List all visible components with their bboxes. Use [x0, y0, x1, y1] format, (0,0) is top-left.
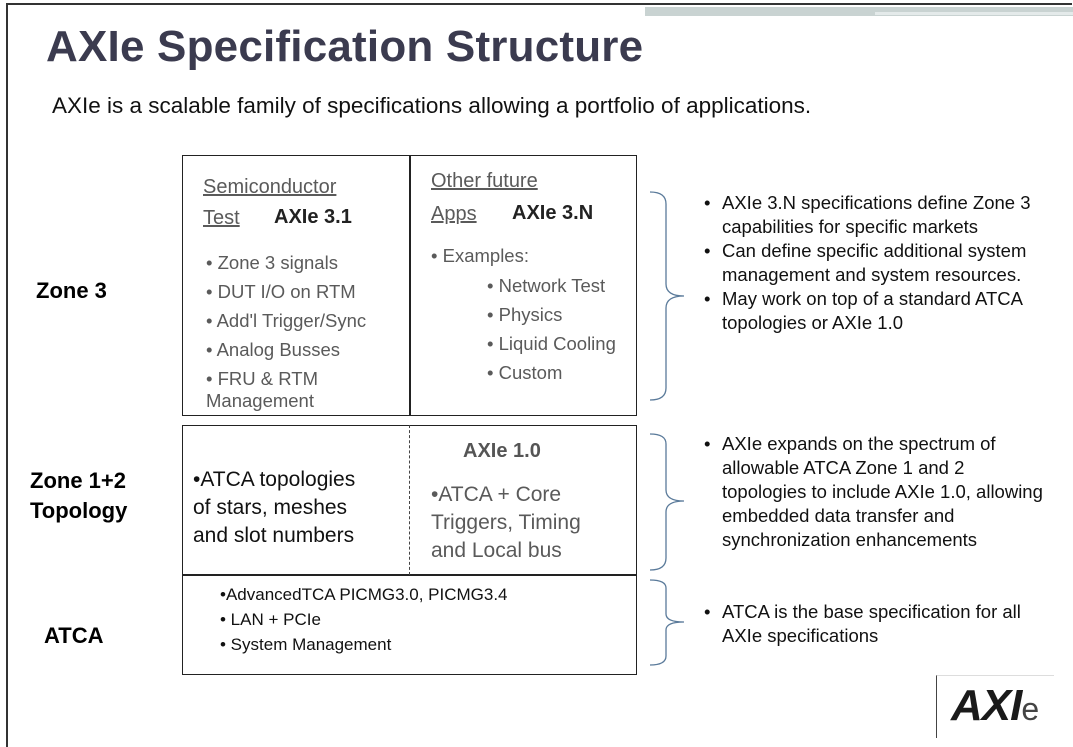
axie3n-spec: AXIe 3.N: [512, 202, 594, 224]
text-line: Triggers, Timing: [431, 511, 581, 534]
list-item: • DUT I/O on RTM: [206, 281, 356, 302]
bullet-item: AXIe expands on the spectrum of allowabl…: [702, 432, 1047, 552]
text-line: and Local bus: [431, 539, 562, 562]
zone3-description: AXIe 3.N specifications define Zone 3 ca…: [702, 191, 1047, 335]
bullet-item: AXIe 3.N specifications define Zone 3 ca…: [702, 191, 1047, 239]
text-line: •AdvancedTCA PICMG3.0, PICMG3.4: [220, 585, 508, 604]
text-line: •ATCA + Core: [431, 483, 562, 506]
bullet-item: Can define specific additional system ma…: [702, 239, 1047, 287]
atca-box: [182, 575, 637, 675]
header-accent-bar: [645, 7, 1073, 16]
list-item: • Physics: [487, 304, 563, 325]
zone3-brace: [649, 191, 685, 401]
zone3-label: Zone 3: [36, 278, 107, 303]
header-accent-bar-light: [875, 12, 1073, 15]
slide-frame: [6, 3, 1072, 747]
test-heading: Test: [203, 207, 240, 229]
zone12-left-text: •ATCA topologies of stars, meshes and sl…: [193, 466, 355, 550]
axie10-spec: AXIe 1.0: [463, 440, 541, 462]
zone12-divider: [409, 425, 410, 575]
bullet-item: ATCA is the base specification for all A…: [702, 600, 1032, 648]
logo-suffix: e: [1021, 691, 1039, 727]
bullet-item: May work on top of a standard ATCA topol…: [702, 287, 1047, 335]
atca-label: ATCA: [44, 623, 104, 648]
zone12-label-line1: Zone 1+2: [30, 468, 126, 493]
axie-logo: AXIe: [936, 675, 1054, 738]
text-line: • LAN + PCIe: [220, 610, 321, 629]
zone12-brace: [649, 433, 685, 571]
zone12-description: AXIe expands on the spectrum of allowabl…: [702, 432, 1047, 552]
apps-heading: Apps: [431, 203, 477, 225]
semiconductor-heading: Semiconductor: [203, 176, 337, 198]
other-future-heading: Other future: [431, 170, 538, 192]
slide-subtitle: AXIe is a scalable family of specificati…: [52, 93, 812, 118]
zone3-left-list: • Zone 3 signals • DUT I/O on RTM • Add'…: [206, 248, 366, 393]
text-line: • System Management: [220, 635, 392, 654]
logo-text: AXI: [951, 681, 1022, 730]
list-item: • Analog Busses: [206, 339, 341, 360]
list-item: • FRU & RTM: [206, 368, 318, 389]
atca-box-text: •AdvancedTCA PICMG3.0, PICMG3.4 • LAN + …: [220, 582, 508, 657]
text-line: •ATCA topologies: [193, 468, 356, 491]
list-item: • Add'l Trigger/Sync: [206, 310, 367, 331]
atca-description: ATCA is the base specification for all A…: [702, 600, 1032, 648]
list-item: • Network Test: [487, 275, 606, 296]
list-item-continuation: Management: [206, 390, 314, 411]
zone12-right-text: •ATCA + Core Triggers, Timing and Local …: [431, 481, 581, 565]
examples-label: • Examples:: [431, 245, 529, 266]
atca-brace: [649, 579, 685, 666]
zone3-divider: [409, 155, 411, 416]
zone3-right-list: • Network Test • Physics • Liquid Coolin…: [487, 271, 616, 387]
zone12-label-line2: Topology: [30, 498, 128, 523]
list-item: • Liquid Cooling: [487, 333, 616, 354]
list-item: • Zone 3 signals: [206, 252, 338, 273]
text-line: of stars, meshes: [193, 496, 348, 519]
list-item: • Custom: [487, 362, 563, 383]
axie31-spec: AXIe 3.1: [274, 206, 352, 228]
text-line: and slot numbers: [193, 524, 355, 547]
slide-title: AXIe Specification Structure: [46, 22, 644, 71]
